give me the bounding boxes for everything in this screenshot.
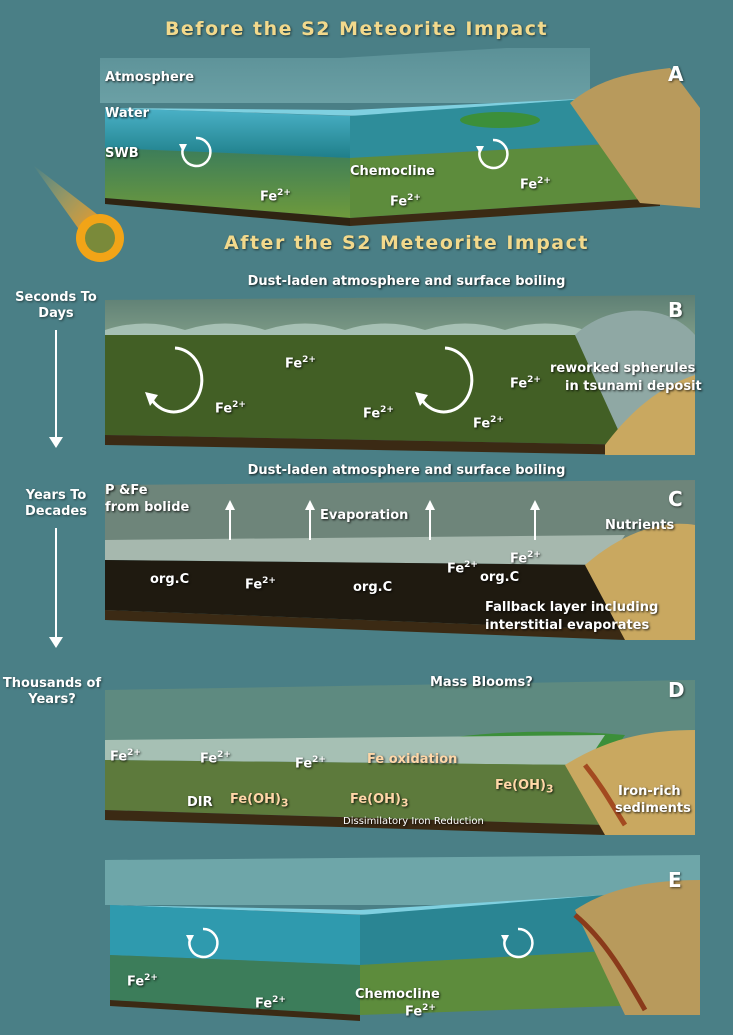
label-nutrients: Nutrients bbox=[605, 518, 674, 533]
panel-d: Mass Blooms? Fe2+ Fe2+ Fe2+ Fe oxidation… bbox=[105, 670, 695, 845]
title-before: Before the S2 Meteorite Impact bbox=[0, 18, 723, 40]
time-arrow-1 bbox=[55, 330, 57, 438]
label-fe-e3: Fe2+ bbox=[405, 1003, 436, 1019]
label-fe-d3: Fe2+ bbox=[295, 755, 326, 771]
label-fe-e1: Fe2+ bbox=[127, 973, 158, 989]
circulation-arrow-icon bbox=[410, 340, 480, 420]
label-fe-a2: Fe2+ bbox=[390, 193, 421, 209]
label-evaporation: Evaporation bbox=[320, 508, 408, 523]
panel-letter-b: B bbox=[668, 298, 683, 322]
label-feoh-1: Fe(OH)3 bbox=[230, 792, 289, 810]
time-years-decades: Years To Decades bbox=[10, 488, 102, 520]
panel-letter-e: E bbox=[668, 868, 682, 892]
up-arrow-icon bbox=[530, 500, 540, 540]
label-fe-oxidation: Fe oxidation bbox=[367, 752, 457, 767]
caption-c: Dust-laden atmosphere and surface boilin… bbox=[40, 463, 733, 478]
circulation-arrow-icon bbox=[178, 134, 214, 170]
label-iron-rich-1: Iron-rich bbox=[618, 784, 681, 799]
label-spherules-2: in tsunami deposit bbox=[565, 379, 702, 394]
up-arrow-icon bbox=[225, 500, 235, 540]
label-fallback-2: interstitial evaporates bbox=[485, 618, 649, 633]
label-fe-b3: Fe2+ bbox=[363, 405, 394, 421]
label-feoh-2: Fe(OH)3 bbox=[350, 792, 409, 810]
label-dir: DIR bbox=[187, 795, 213, 810]
panel-b: Fe2+ Fe2+ Fe2+ Fe2+ Fe2+ reworked spheru… bbox=[105, 295, 695, 463]
label-bolide-1: P &Fe bbox=[105, 483, 148, 498]
label-fe-c1: Fe2+ bbox=[245, 576, 276, 592]
label-iron-rich-2: sediments bbox=[615, 801, 691, 816]
label-swb: SWB bbox=[105, 146, 139, 161]
label-mass-blooms: Mass Blooms? bbox=[430, 675, 533, 690]
panel-letter-a: A bbox=[668, 62, 683, 86]
label-fe-b2: Fe2+ bbox=[215, 400, 246, 416]
time-thousands-years: Thousands of Years? bbox=[2, 676, 102, 708]
label-chemocline: Chemocline bbox=[350, 164, 435, 179]
label-dissimilatory: Dissimilatory Iron Reduction bbox=[343, 816, 484, 827]
circulation-arrow-icon bbox=[475, 136, 511, 172]
up-arrow-icon bbox=[305, 500, 315, 540]
panel-letter-d: D bbox=[668, 678, 685, 702]
label-fe-d1: Fe2+ bbox=[110, 748, 141, 764]
panel-c: P &Fe from bolide Evaporation Nutrients … bbox=[105, 480, 695, 660]
label-fe-b1: Fe2+ bbox=[285, 355, 316, 371]
up-arrow-icon bbox=[425, 500, 435, 540]
label-orgc-1: org.C bbox=[150, 572, 189, 587]
time-arrow-2 bbox=[55, 528, 57, 638]
label-bolide-2: from bolide bbox=[105, 500, 189, 515]
label-orgc-2: org.C bbox=[353, 580, 392, 595]
label-fe-c2: Fe2+ bbox=[447, 560, 478, 576]
label-fallback-1: Fallback layer including bbox=[485, 600, 658, 615]
panel-e: Chemocline Fe2+ Fe2+ Fe2+ bbox=[105, 855, 700, 1025]
label-spherules-1: reworked spherules bbox=[550, 361, 695, 376]
label-feoh-3: Fe(OH)3 bbox=[495, 778, 554, 796]
label-orgc-3: org.C bbox=[480, 570, 519, 585]
label-fe-d2: Fe2+ bbox=[200, 750, 231, 766]
label-fe-b5: Fe2+ bbox=[510, 375, 541, 391]
circulation-arrow-icon bbox=[140, 340, 210, 420]
circulation-arrow-icon bbox=[500, 925, 536, 961]
circulation-arrow-icon bbox=[185, 925, 221, 961]
label-fe-e2: Fe2+ bbox=[255, 995, 286, 1011]
label-water: Water bbox=[105, 106, 149, 121]
label-fe-a1: Fe2+ bbox=[260, 188, 291, 204]
label-fe-c3: Fe2+ bbox=[510, 550, 541, 566]
panel-a: Atmosphere Water SWB Chemocline Fe2+ Fe2… bbox=[100, 48, 700, 233]
label-atmosphere: Atmosphere bbox=[105, 70, 194, 85]
label-fe-a3: Fe2+ bbox=[520, 176, 551, 192]
caption-b: Dust-laden atmosphere and surface boilin… bbox=[40, 274, 733, 289]
panel-letter-c: C bbox=[668, 487, 683, 511]
label-chemocline-e: Chemocline bbox=[355, 987, 440, 1002]
time-seconds-days: Seconds To Days bbox=[12, 290, 100, 322]
